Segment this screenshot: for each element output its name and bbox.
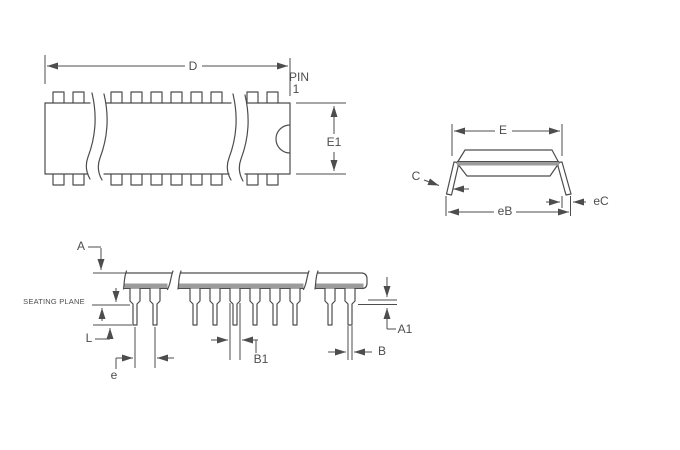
dimension-A1: A1 (358, 277, 413, 336)
mold-parting-line (457, 161, 559, 166)
side-view: A (23, 239, 412, 382)
dimension-L: L (86, 324, 132, 345)
label-B1: B1 (254, 352, 269, 366)
dimension-B1: B1 (211, 303, 269, 366)
lead (129, 287, 141, 326)
lead (209, 287, 221, 326)
label-L: L (86, 331, 93, 345)
label-pin-number: 1 (293, 82, 300, 96)
label-pin-word: PIN (289, 70, 309, 84)
label-A: A (77, 239, 85, 253)
label-eC: eC (593, 194, 609, 208)
pin1-notch (275, 124, 291, 154)
dimension-B: B (328, 326, 386, 360)
lead (269, 287, 281, 326)
label-D: D (189, 59, 198, 73)
dimension-A: A (77, 239, 126, 274)
pin1-callout: PIN 1 (289, 70, 309, 96)
lead (189, 287, 201, 326)
label-e: e (111, 368, 118, 382)
lead (289, 287, 301, 326)
side-view-body-segment-3 (314, 270, 368, 326)
label-A1: A1 (398, 322, 413, 336)
lead (149, 287, 161, 326)
top-view-body (44, 102, 291, 175)
dimension-e: e (111, 327, 174, 382)
dimension-eB: eB (445, 196, 569, 218)
side-view-body-segment-2 (177, 270, 310, 326)
end-view-body (456, 149, 560, 177)
top-view-pins-top (52, 91, 279, 104)
lead (249, 287, 261, 326)
dimension-D: D (44, 55, 291, 96)
lead (324, 287, 336, 326)
seating-plane: SEATING PLANE (23, 288, 130, 321)
lead (229, 287, 241, 326)
label-C: C (412, 169, 421, 183)
label-eB: eB (498, 204, 513, 218)
top-view-pins-bottom (52, 173, 279, 186)
end-view-leads (445, 161, 572, 196)
top-view: D PIN 1 E1 (44, 55, 346, 186)
dimension-E1: E1 (296, 102, 346, 175)
label-E1: E1 (327, 135, 342, 149)
side-view-body-segment-1 (122, 270, 174, 326)
label-seating-plane: SEATING PLANE (23, 297, 85, 306)
label-B: B (378, 344, 386, 358)
dimension-E: E (451, 123, 563, 156)
end-view: E C eC eB (412, 123, 609, 218)
dimension-eC: eC (546, 194, 609, 216)
label-E: E (499, 123, 507, 137)
lead (344, 287, 356, 326)
dimension-C: C (412, 169, 469, 193)
